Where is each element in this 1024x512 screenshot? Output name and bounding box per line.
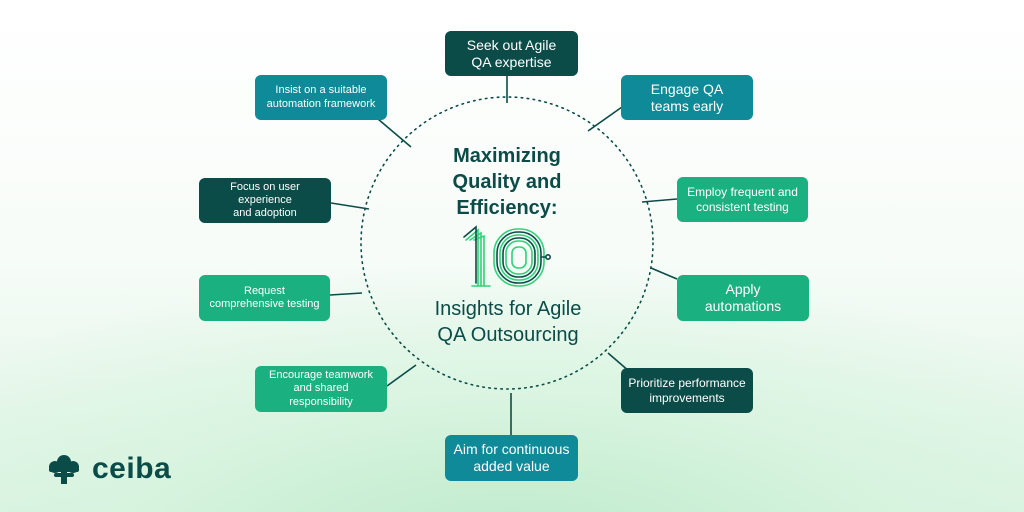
connector-line xyxy=(587,106,623,132)
insight-box-4: Apply automations xyxy=(677,275,809,321)
connector-line xyxy=(329,292,363,296)
connector-line xyxy=(377,118,412,148)
insight-box-9: Focus on user experience and adoption xyxy=(199,178,331,223)
tree-icon xyxy=(49,455,79,484)
ceiba-logo: ceiba xyxy=(42,452,171,486)
connector-line xyxy=(386,364,417,387)
connector-line xyxy=(650,267,678,280)
insight-box-7: Encourage teamwork and shared responsibi… xyxy=(255,366,387,412)
insight-box-8: Request comprehensive testing xyxy=(199,275,330,321)
number-ten-graphic xyxy=(463,225,551,287)
center-dotted-circle xyxy=(360,96,654,390)
insight-box-6: Aim for continuous added value xyxy=(445,435,578,481)
connector-line xyxy=(330,202,370,210)
diagram-subtitle: Insights for Agile QA Outsourcing xyxy=(434,298,582,346)
connector-lines xyxy=(329,76,678,436)
insight-box-5: Prioritize performance improvements xyxy=(621,368,753,413)
insight-box-3: Employ frequent and consistent testing xyxy=(677,177,808,222)
diagram-title: Maximizing Quality and Efficiency: xyxy=(452,145,562,219)
insight-box-10: Insist on a suitable automation framewor… xyxy=(255,75,387,120)
insight-box-1: Seek out Agile QA expertise xyxy=(445,31,578,76)
insight-box-2: Engage QA teams early xyxy=(621,75,753,120)
brand-name: ceiba xyxy=(92,452,172,485)
connector-line xyxy=(641,198,678,203)
